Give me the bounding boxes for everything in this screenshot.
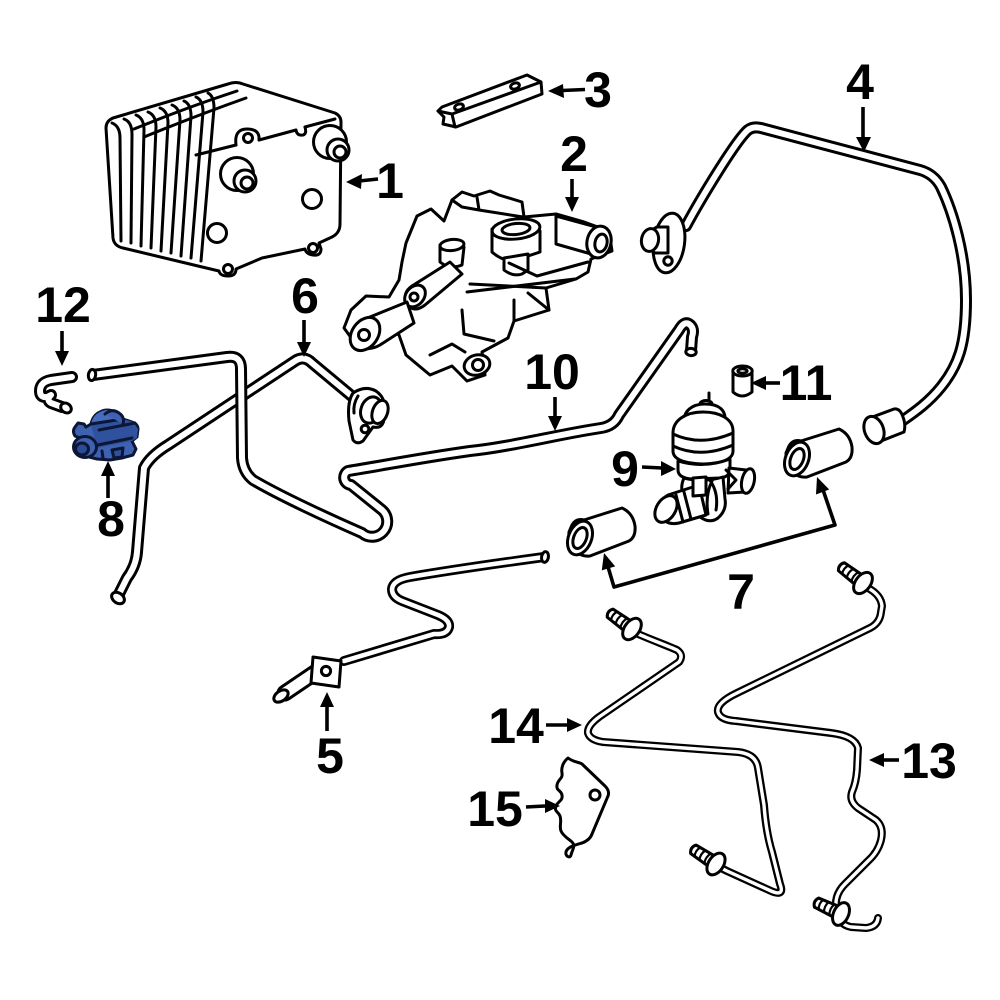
svg-text:15: 15 (467, 781, 523, 837)
svg-text:13: 13 (901, 733, 957, 789)
svg-text:11: 11 (780, 355, 833, 411)
svg-text:8: 8 (97, 491, 125, 547)
svg-text:10: 10 (524, 344, 580, 400)
svg-text:7: 7 (727, 564, 755, 620)
svg-text:3: 3 (584, 62, 612, 118)
svg-text:2: 2 (560, 126, 588, 182)
svg-text:6: 6 (291, 268, 319, 324)
svg-text:1: 1 (376, 153, 404, 209)
svg-text:4: 4 (846, 54, 874, 110)
svg-text:12: 12 (35, 277, 91, 333)
svg-text:9: 9 (611, 441, 639, 497)
svg-text:5: 5 (316, 728, 344, 784)
svg-text:14: 14 (488, 698, 544, 754)
